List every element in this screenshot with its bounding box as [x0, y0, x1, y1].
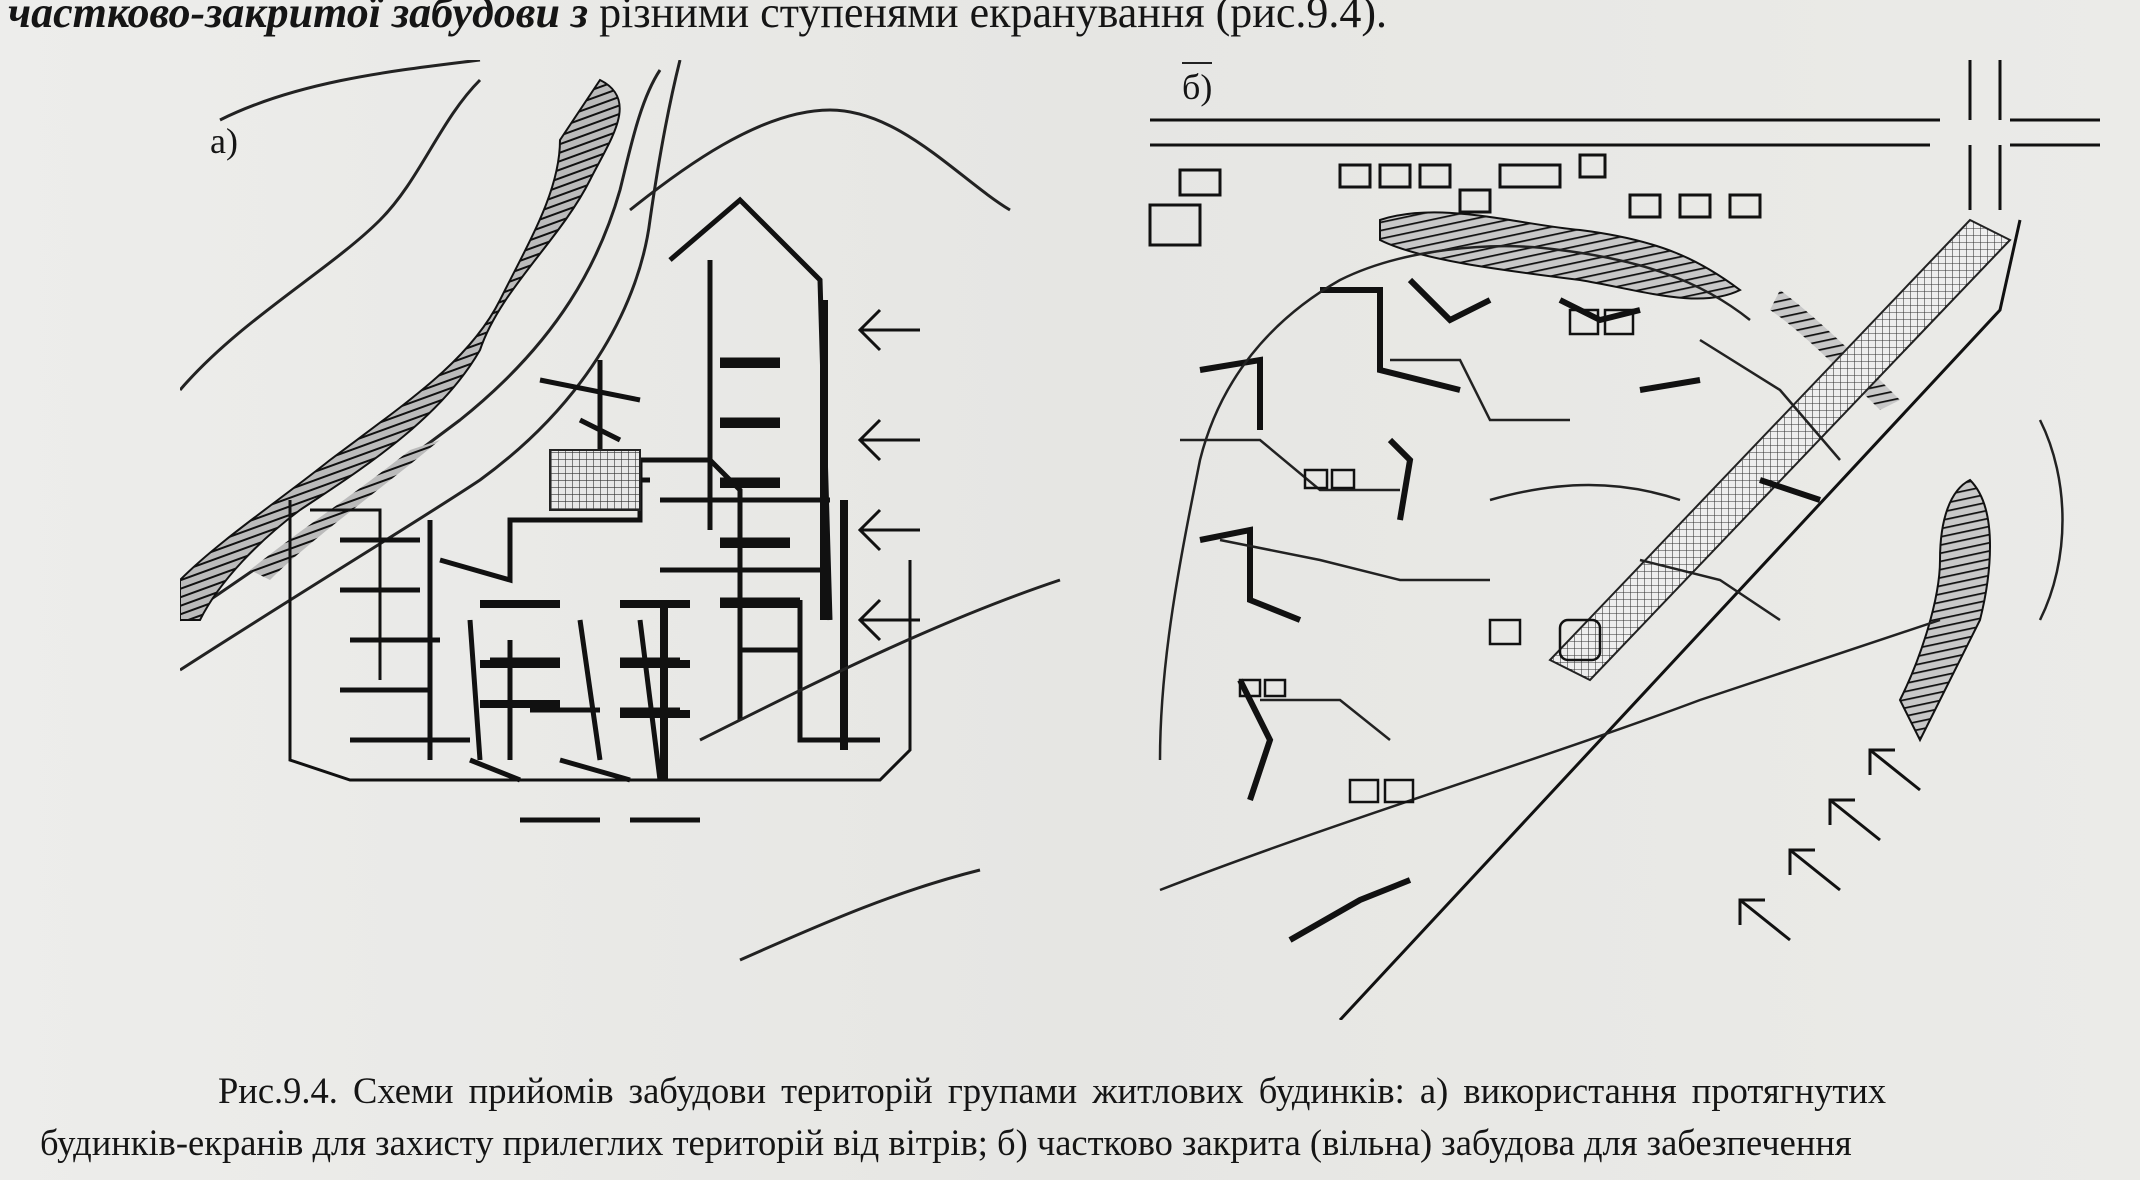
figure-label-b: б)	[1182, 62, 1213, 108]
north-hatch-strip	[1379, 211, 1742, 300]
lower-district-outline	[288, 500, 912, 782]
courtyard-grid	[549, 449, 641, 511]
header-italic-text: частково-закритої забудови з	[8, 0, 589, 37]
lower-blocks	[340, 520, 470, 760]
wind-arrows-west	[857, 308, 920, 642]
scheme-b-site-plan	[1148, 60, 2100, 1020]
figure-label-a: а)	[210, 121, 238, 161]
figure-caption: Рис.9.4. Схеми прийомів забудови територ…	[0, 1065, 2140, 1169]
street-network	[1158, 245, 2064, 892]
shelter-strips	[480, 300, 848, 780]
south-slope-line	[699, 578, 1061, 742]
roadside-buildings	[1148, 153, 1762, 247]
scheme-a-site-plan	[180, 60, 1061, 962]
header-regular-text: різними ступенями екранування (рис.9.4).	[588, 0, 1388, 37]
caption-line-1: Рис.9.4. Схеми прийомів забудови територ…	[218, 1070, 1887, 1111]
wind-arrows-southwest	[1738, 748, 1921, 942]
residential-groups	[1199, 277, 1821, 943]
caption-line-2: будинків-екранів для захисту прилеглих т…	[40, 1122, 1852, 1163]
main-road	[1150, 60, 2100, 210]
east-forest	[1898, 478, 1991, 743]
river-hatch-band	[180, 78, 621, 621]
header-line: частково-закритої забудови з різними сту…	[8, 0, 1387, 38]
small-blocks	[1238, 308, 1635, 804]
